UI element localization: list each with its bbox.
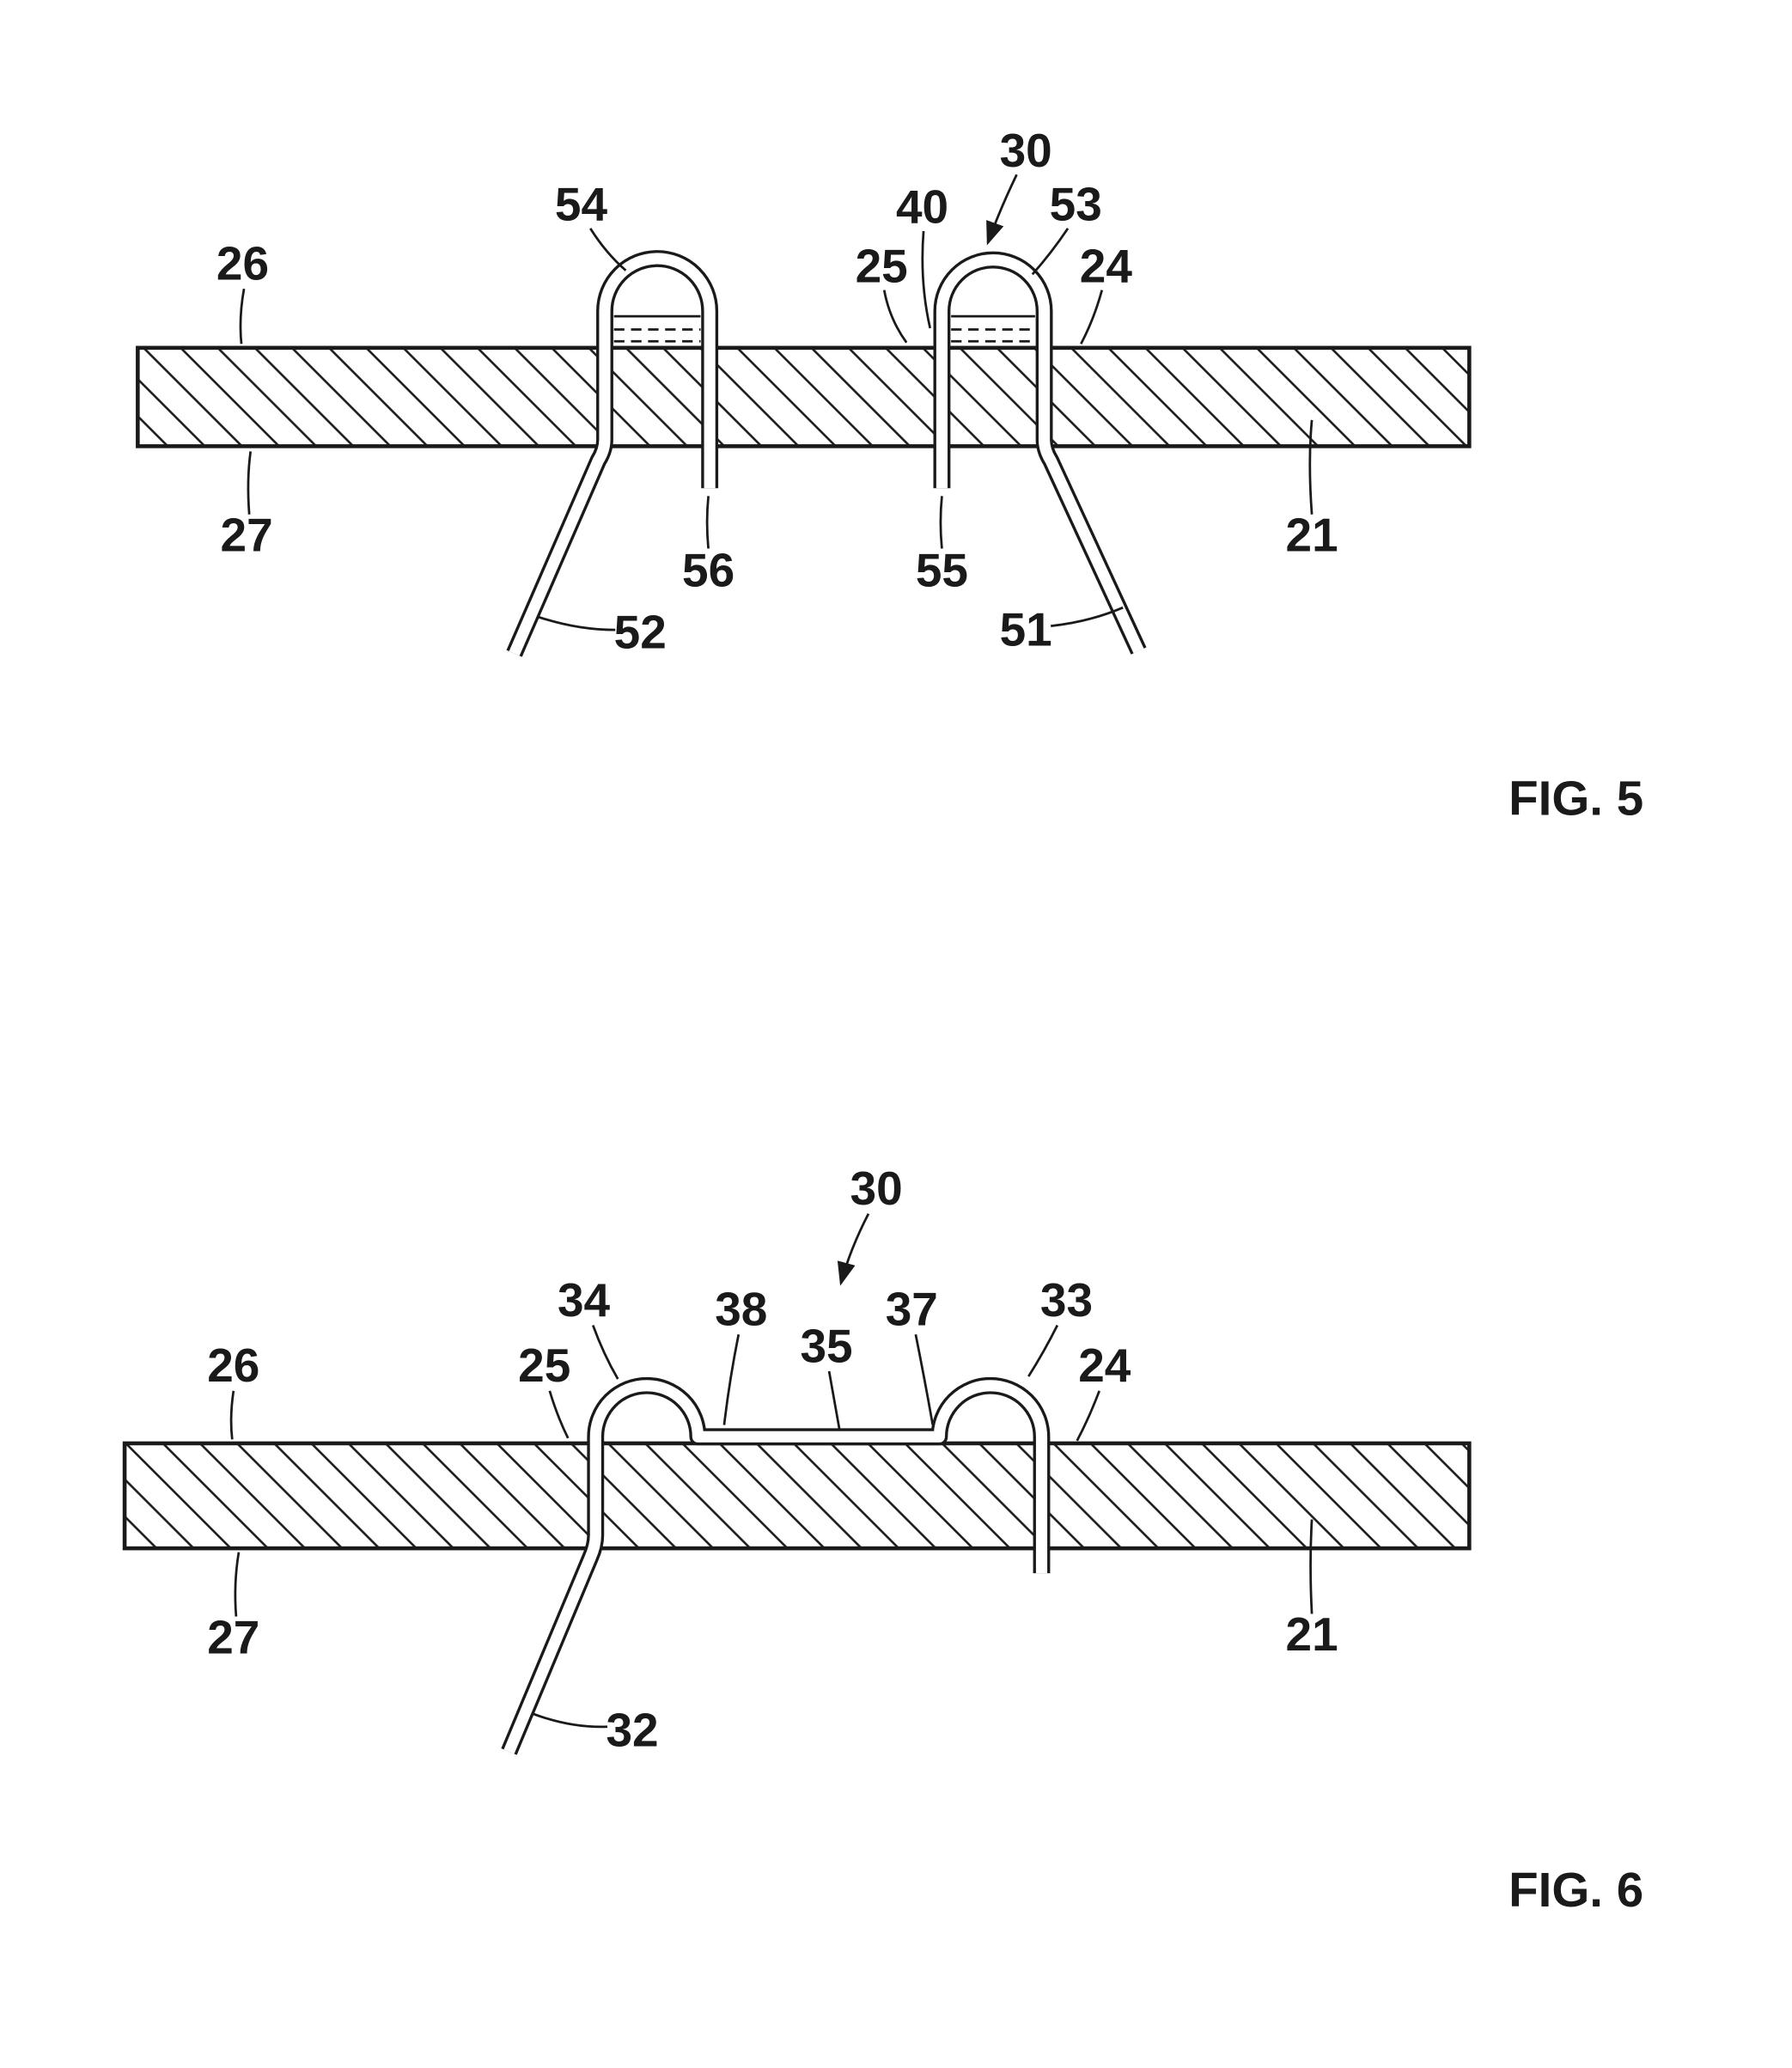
fig5-label-26: 26 xyxy=(216,236,269,290)
fig5-leader-lines xyxy=(239,174,1314,631)
fig5-leader-56 xyxy=(705,496,710,549)
fig5-leader-54 xyxy=(589,228,627,271)
fig5-label-55: 55 xyxy=(916,544,968,597)
fig5-leader-21 xyxy=(1308,419,1314,515)
fig6-leader-24 xyxy=(1076,1390,1100,1442)
fig5-leader-51 xyxy=(1051,606,1124,627)
fig5-arrow-30 xyxy=(986,174,1018,246)
fig6-leader-lines xyxy=(229,1213,1314,1729)
fig5-leader-27 xyxy=(247,451,253,515)
fig6-label-38: 38 xyxy=(715,1283,767,1336)
fig5-right-staple-wire xyxy=(933,251,1147,655)
fig6-label-33: 33 xyxy=(1040,1273,1093,1327)
fig6-label-25: 25 xyxy=(518,1339,570,1392)
fig5-substrate-cross-section xyxy=(136,345,1472,448)
fig6-reference-numerals: 30 34 38 35 37 33 26 25 24 27 21 32 xyxy=(207,1162,1338,1757)
fig5-label-30: 30 xyxy=(1000,124,1052,177)
fig5-label-54: 54 xyxy=(555,178,608,231)
fig6-leader-37 xyxy=(914,1333,935,1425)
fig6-label-35: 35 xyxy=(800,1319,852,1372)
fig5-leader-53 xyxy=(1031,228,1070,276)
fig6-leader-27 xyxy=(234,1552,241,1617)
fig5-leader-55 xyxy=(939,496,943,549)
fig5-leader-52 xyxy=(537,615,616,631)
fig5-label-24: 24 xyxy=(1080,239,1133,292)
fig5-label-40: 40 xyxy=(896,180,948,234)
figure-6: 30 34 38 35 37 33 26 25 24 27 21 32 FIG.… xyxy=(122,1162,1643,1917)
fig5-leader-25 xyxy=(882,290,908,344)
fig6-label-37: 37 xyxy=(886,1283,938,1336)
fig6-leader-26 xyxy=(229,1390,235,1440)
fig5-left-staple-fill xyxy=(509,253,716,656)
fig6-caption: FIG. 6 xyxy=(1509,1863,1643,1917)
fig6-leader-25 xyxy=(548,1390,570,1439)
fig5-reference-numerals: 26 54 30 40 53 25 24 27 56 55 21 52 51 xyxy=(216,124,1338,658)
fig6-leader-34 xyxy=(591,1325,619,1380)
fig5-left-loop-hidden-edges xyxy=(613,314,701,343)
fig6-leader-32 xyxy=(532,1712,608,1729)
fig5-label-56: 56 xyxy=(682,544,734,597)
fig5-label-51: 51 xyxy=(1000,602,1052,656)
fig5-right-loop-hidden-edges xyxy=(951,314,1035,343)
fig5-leader-24 xyxy=(1080,290,1104,345)
fig6-arrow-30 xyxy=(837,1213,870,1286)
fig6-staple-wire xyxy=(501,1376,1051,1755)
fig5-label-27: 27 xyxy=(221,509,273,562)
fig6-label-32: 32 xyxy=(606,1704,658,1757)
fig6-leader-33 xyxy=(1027,1324,1059,1377)
fig6-label-26: 26 xyxy=(207,1339,259,1392)
fig5-caption: FIG. 5 xyxy=(1509,771,1643,825)
fig5-leader-26 xyxy=(239,288,246,345)
fig6-label-27: 27 xyxy=(207,1610,259,1663)
fig6-leader-35 xyxy=(827,1370,841,1431)
fig5-label-21: 21 xyxy=(1286,509,1338,562)
fig5-label-52: 52 xyxy=(614,606,667,659)
fig5-leader-40 xyxy=(921,230,932,329)
fig6-label-34: 34 xyxy=(558,1273,611,1327)
fig6-label-21: 21 xyxy=(1286,1607,1338,1661)
fig6-leader-21 xyxy=(1309,1519,1314,1614)
fig5-right-staple-fill xyxy=(936,253,1144,654)
fig5-label-25: 25 xyxy=(856,239,908,292)
fig5-left-staple-wire xyxy=(506,250,719,657)
fig5-label-53: 53 xyxy=(1050,178,1102,231)
fig6-label-24: 24 xyxy=(1078,1339,1131,1392)
fig6-leader-38 xyxy=(722,1333,741,1425)
fig6-label-30: 30 xyxy=(850,1162,903,1215)
fig6-substrate-cross-section xyxy=(122,1441,1472,1551)
figure-5: 26 54 30 40 53 25 24 27 56 55 21 52 51 F… xyxy=(136,124,1643,825)
fig6-staple-fill xyxy=(503,1380,1048,1754)
